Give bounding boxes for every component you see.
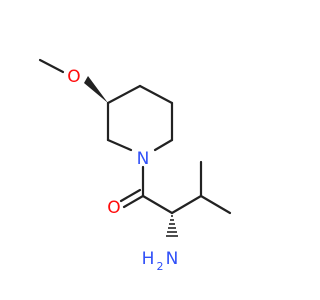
atom-label-amine-subscript: 2: [157, 260, 164, 273]
bond-methyl-o: [38, 58, 65, 74]
bond-alpha-c-beta: [170, 194, 203, 215]
bond-carbonyl-double-b: [119, 188, 142, 203]
bond-c6-n: [153, 138, 174, 152]
hashed-wedge-alpha-n: [166, 215, 178, 237]
bond-c4-c5: [138, 84, 174, 105]
wedge-bond-c3-o: [84, 76, 108, 103]
atom-label-amine-n: N: [166, 249, 179, 269]
atom-label-amine-h: H: [142, 249, 155, 269]
atom-label-methoxy-oxygen: O: [67, 67, 80, 87]
structure-canvas: O N O H 2 N: [38, 58, 232, 273]
bond-carbonyl-double-a: [122, 194, 145, 209]
bond-c3-c4: [106, 84, 142, 105]
atom-label-carbonyl-oxygen: O: [107, 198, 120, 218]
bond-beta-methyl-right: [199, 194, 232, 215]
bond-n-c2: [106, 138, 133, 152]
atom-label-ring-nitrogen: N: [137, 149, 150, 169]
bond-carbonyl-c-alpha: [141, 194, 174, 215]
molecule-diagram: O N O H 2 N: [38, 58, 232, 273]
